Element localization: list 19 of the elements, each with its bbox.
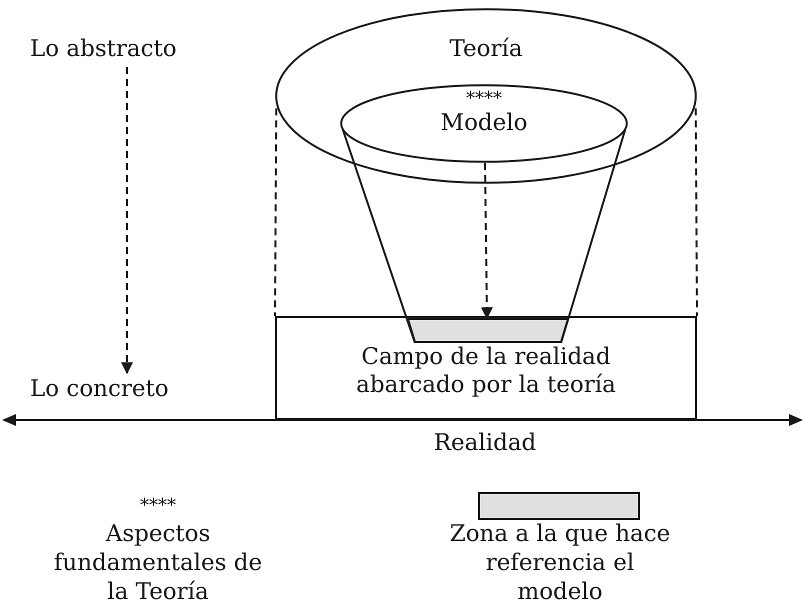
node-label: **** xyxy=(466,88,502,110)
model-zone xyxy=(407,318,569,343)
node-label: Campo de la realidad abarcado por la teoría xyxy=(355,344,617,400)
node-label: Teoría xyxy=(449,36,523,64)
legend-text: Aspectos fundamentales de la Teoría xyxy=(52,520,264,607)
node-label: Modelo xyxy=(440,110,528,138)
node-label: Lo abstracto xyxy=(30,36,177,64)
cone-line xyxy=(342,130,416,344)
reality-field-box xyxy=(275,316,697,420)
node-label: Lo concreto xyxy=(30,376,169,404)
legend-sample-mark: **** xyxy=(140,495,176,517)
dashed-arrow xyxy=(121,67,133,374)
legend-text: Zona a la que hace referencia el modelo xyxy=(448,520,672,607)
dashed-line xyxy=(694,108,698,316)
theory-ellipse xyxy=(275,8,697,184)
dashed-line xyxy=(274,108,278,316)
axis-label: Realidad xyxy=(434,430,536,458)
model-ellipse xyxy=(340,84,628,163)
cone-line xyxy=(560,130,626,344)
